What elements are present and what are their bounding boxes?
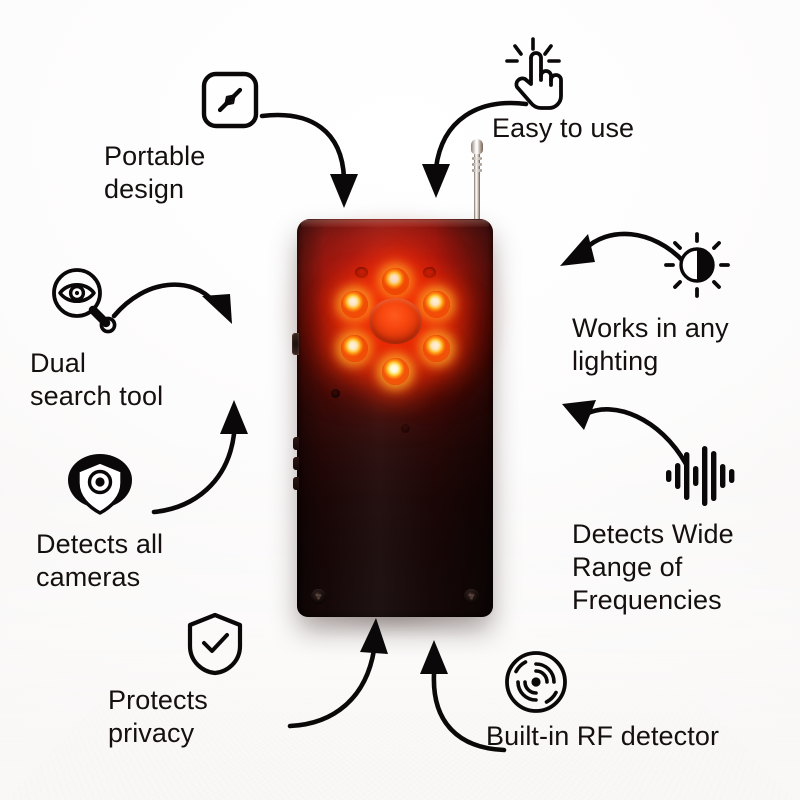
led-indicator: [422, 334, 450, 362]
led-indicator: [340, 334, 368, 362]
feature-privacy: Protects privacy: [108, 612, 318, 750]
led-indicator: [422, 290, 450, 318]
feature-label: Easy to use: [492, 113, 635, 143]
antenna-segment: [472, 169, 482, 172]
feature-portable: Portable design: [104, 70, 314, 206]
dome-camera-icon: [64, 452, 256, 518]
case-screw: [311, 589, 326, 604]
case-dot: [331, 389, 340, 398]
tap-hand-icon: [500, 36, 752, 110]
case-screw: [464, 589, 479, 604]
feature-easy-to-use: Easy to use: [492, 36, 752, 145]
sensor-hole: [423, 267, 436, 278]
side-button[interactable]: [293, 457, 299, 470]
feature-label: Built-in RF detector: [486, 721, 720, 751]
device-body: [297, 219, 493, 617]
feature-label: Portable design: [104, 141, 206, 204]
feature-label: Protects privacy: [108, 685, 208, 748]
led-indicator: [340, 290, 368, 318]
antenna-rod: [474, 153, 480, 227]
antenna-tip: [471, 139, 483, 154]
feature-dual-search: Dual search tool: [30, 265, 250, 413]
compress-arrows-icon: [200, 70, 314, 130]
antenna-segment: [472, 163, 482, 166]
rf-detector-device: [243, 139, 547, 627]
side-switch[interactable]: [292, 333, 299, 355]
brightness-contrast-icon: [664, 232, 784, 298]
feature-rf-detector: Built-in RF detector: [486, 650, 776, 753]
shield-check-icon: [186, 612, 318, 676]
center-button[interactable]: [368, 298, 422, 344]
led-indicator: [381, 267, 409, 295]
antenna-segment: [472, 157, 482, 160]
feature-label: Works in any lighting: [572, 313, 729, 376]
telescopic-antenna[interactable]: [469, 139, 485, 227]
sound-waveform-icon: [664, 442, 792, 508]
side-button[interactable]: [293, 477, 299, 490]
led-indicator: [381, 357, 409, 385]
eye-magnifier-icon: [48, 265, 250, 335]
feature-label: Dual search tool: [30, 348, 164, 411]
sensor-hole: [355, 267, 368, 278]
feature-label: Detects Wide Range of Frequencies: [572, 519, 734, 615]
feature-label: Detects all cameras: [36, 529, 164, 592]
case-dot: [401, 424, 410, 433]
side-button[interactable]: [293, 437, 299, 450]
rf-radar-icon: [504, 650, 776, 714]
feature-lighting: Works in any lighting: [572, 232, 784, 378]
led-cluster: [297, 219, 493, 436]
feature-cameras: Detects all cameras: [36, 452, 256, 594]
feature-frequencies: Detects Wide Range of Frequencies: [572, 442, 792, 617]
